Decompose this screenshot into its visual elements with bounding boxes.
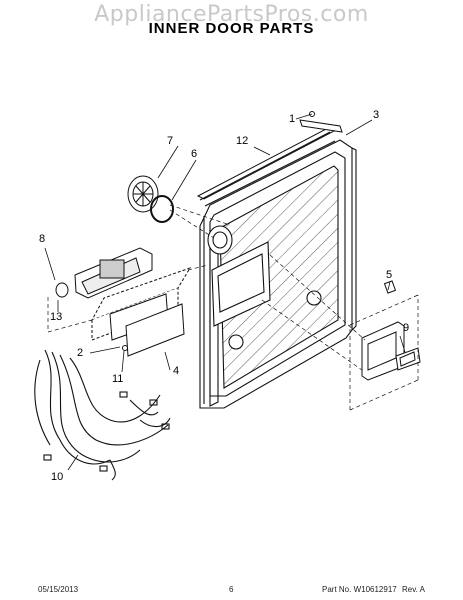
trim-strip bbox=[299, 111, 343, 133]
callout-1: 1 bbox=[289, 113, 296, 125]
callout-11: 11 bbox=[112, 373, 124, 385]
callout-3: 3 bbox=[373, 109, 380, 121]
explosion-lines bbox=[47, 204, 419, 411]
footer-date: 05/15/2013 bbox=[38, 585, 79, 594]
footer-page-number: 6 bbox=[229, 585, 234, 594]
control-board bbox=[109, 293, 185, 357]
callout-10: 10 bbox=[51, 471, 64, 483]
callout-8: 8 bbox=[39, 233, 46, 245]
leader-lines bbox=[44, 113, 406, 471]
callout-13: 13 bbox=[50, 311, 63, 323]
callout-7: 7 bbox=[167, 135, 174, 147]
callout-6: 6 bbox=[191, 148, 198, 160]
wire-harness bbox=[34, 349, 171, 481]
inner-door-panel bbox=[199, 139, 357, 409]
seal-ring bbox=[150, 195, 174, 223]
footer-part-number: Part No. W10612917 bbox=[322, 585, 397, 594]
watermark: AppliancePartsPros.com bbox=[94, 2, 369, 27]
callout-12: 12 bbox=[236, 135, 249, 147]
callout-2: 2 bbox=[77, 347, 84, 359]
callout-5: 5 bbox=[386, 269, 393, 281]
page-title: INNER DOOR PARTS bbox=[148, 20, 315, 37]
dispenser-gasket bbox=[395, 347, 421, 371]
callout-4: 4 bbox=[173, 365, 180, 377]
callout-9: 9 bbox=[403, 322, 410, 334]
vent-assembly bbox=[127, 175, 159, 213]
dispenser-assembly bbox=[361, 280, 405, 381]
footer-revision: Rev. A bbox=[402, 585, 425, 594]
latch-assembly bbox=[55, 247, 153, 299]
